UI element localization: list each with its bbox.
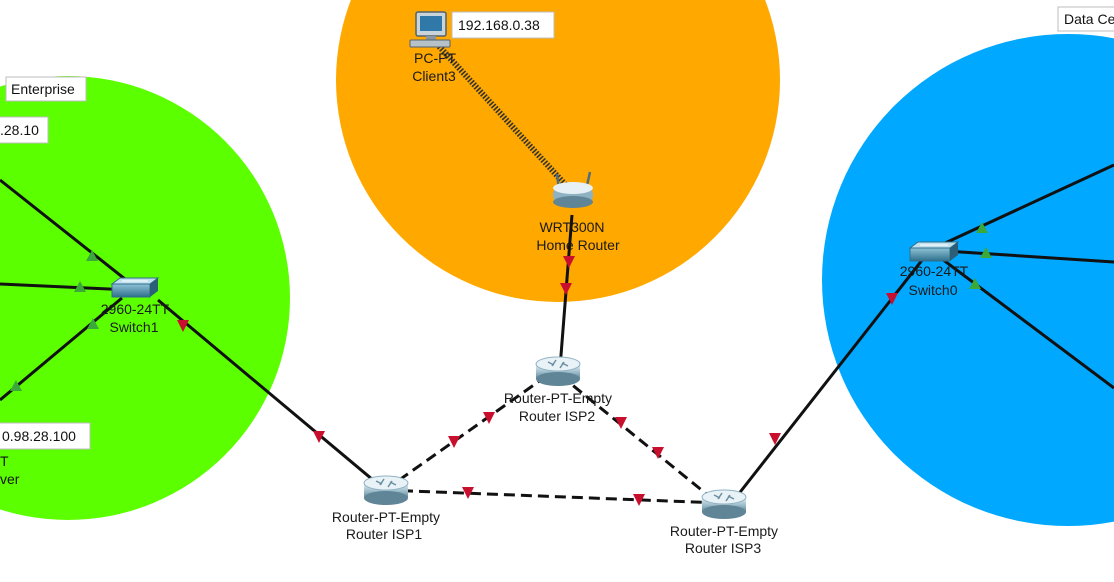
link-status-markers [10,222,992,506]
zone-name-text: Enterprise [11,81,75,97]
link-down-marker [462,487,474,499]
link-up-marker [976,222,988,233]
link-up-marker [87,318,99,329]
device-model-label: 2960-24TT [900,263,969,279]
links-layer [0,41,1114,507]
link-down-marker [563,256,575,268]
client3-pc[interactable]: PC-PT Client3 [409,11,456,84]
device-model-label: WRT300N [539,219,604,235]
link-switch1-west-2[interactable] [0,282,131,292]
zone-label-datacenter[interactable]: Data Ce [1057,6,1114,32]
link-switch0-east-3[interactable] [929,248,1114,390]
enterprise-server[interactable]: T ver [0,453,20,487]
device-model-label: Router-PT-Empty [332,509,440,525]
link-switch0-east-1[interactable] [929,163,1114,252]
ip-address-text: 0.98.28.100 [2,428,76,444]
zone-label-enterprise[interactable]: Enterprise [5,76,87,102]
link-isp2-isp3[interactable] [559,373,721,507]
router-isp1[interactable]: Router-PT-Empty Router ISP1 [332,475,440,542]
link-up-marker [969,278,981,289]
home-zone[interactable] [336,0,780,302]
link-switch1-west-1[interactable] [0,178,131,285]
link-switch1-isp1[interactable] [157,298,386,492]
router-icon [535,356,581,386]
device-name-label: Router ISP1 [346,526,422,542]
pc-icon [409,11,451,48]
ip-tag-enterprise-top[interactable]: .28.10 [0,116,49,144]
router-isp2[interactable]: Router-PT-Empty Router ISP2 [504,356,612,424]
link-down-marker [615,417,627,429]
link-down-marker [769,433,781,445]
wireless-link-client3[interactable] [434,41,575,195]
switch-icon [110,277,160,298]
switch1[interactable]: 2960-24TT Switch1 [101,277,170,335]
device-model-label: Router-PT-Empty [504,390,612,406]
device-name-label: Switch0 [908,282,957,298]
link-isp1-isp3[interactable] [384,488,721,505]
device-name-label: Router ISP3 [685,540,761,556]
link-switch0-east-2[interactable] [929,248,1114,264]
device-name-label: Client3 [412,68,456,84]
zone-name-text: Data Ce [1064,11,1114,27]
device-model-label: Router-PT-Empty [670,523,778,539]
link-down-marker [633,494,645,506]
wireless-router-icon [553,171,593,208]
ip-tag-enterprise-bottom[interactable]: 0.98.28.100 [0,422,91,450]
link-down-marker [560,283,572,295]
device-name-label: Router ISP2 [519,408,595,424]
link-down-marker [313,431,325,443]
ip-address-text: 192.168.0.38 [458,17,540,33]
home-router[interactable]: WRT300N Home Router [536,171,620,253]
device-name-label: Switch1 [109,319,158,335]
switch-icon [908,241,960,262]
device-name-label: Home Router [536,237,620,253]
link-switch0-isp3[interactable] [728,249,932,506]
ip-tag-client3[interactable]: 192.168.0.38 [451,11,555,39]
enterprise-zone[interactable] [0,76,290,520]
device-name-label: ver [0,471,20,487]
device-model-label: T [0,453,9,469]
switch0[interactable]: 2960-24TT Switch0 [900,241,969,298]
router-icon [363,475,409,505]
link-down-marker [652,447,664,459]
device-model-label: 2960-24TT [101,301,170,317]
link-up-marker [980,247,992,258]
link-up-marker [10,380,22,391]
link-down-marker [448,436,460,448]
router-isp3[interactable]: Router-PT-Empty Router ISP3 [670,489,778,556]
link-up-marker [74,281,86,292]
link-down-marker [177,320,189,332]
link-switch1-west-3[interactable] [0,296,123,402]
link-up-marker [86,250,98,261]
link-down-marker [886,293,898,305]
router-icon [701,489,747,519]
device-model-label: PC-PT [414,50,456,66]
link-down-marker [483,412,495,424]
ip-address-text: .28.10 [0,122,39,138]
